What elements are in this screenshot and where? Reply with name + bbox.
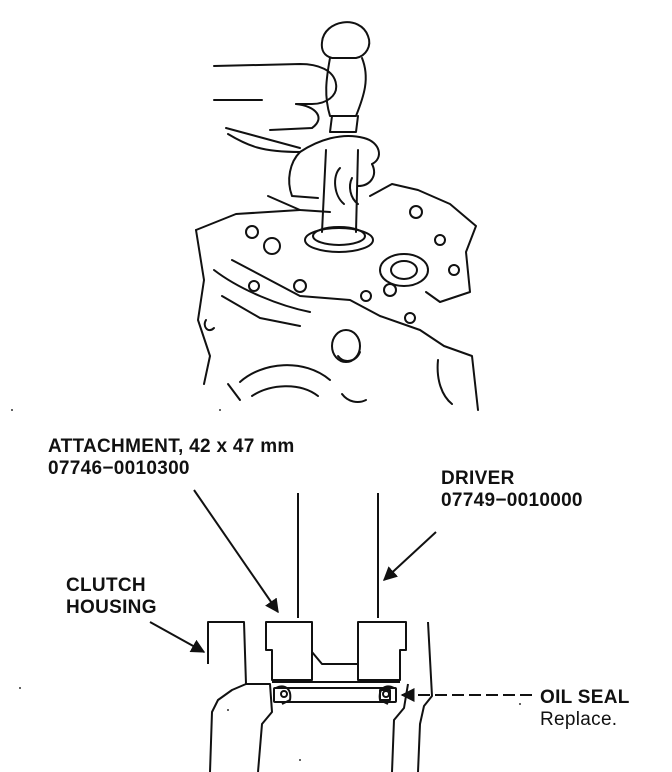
installation-illustration [195, 21, 479, 411]
oil-seal-note: Replace. [540, 709, 618, 730]
section-diagram [207, 493, 433, 772]
clutch-housing-right [417, 621, 433, 772]
driver-shaft-upper [304, 149, 374, 253]
clutch-housing-line1: CLUTCH [66, 575, 146, 596]
oil-seal-label: OIL SEAL Replace. [540, 687, 630, 731]
attachment-part-number: 07746−0010300 [48, 458, 190, 479]
hammer [320, 21, 371, 133]
scan-specks [11, 409, 521, 761]
driver-block-right [357, 621, 407, 681]
oil-seal-name: OIL SEAL [540, 687, 630, 708]
driver-label: DRIVER 07749−0010000 [441, 468, 583, 512]
lower-hand [267, 134, 380, 213]
leader-arrows [149, 489, 532, 702]
attachment-bridge [311, 651, 358, 665]
clutch-housing-arrow [149, 621, 206, 653]
clutch-housing-label: CLUTCH HOUSING [66, 575, 157, 619]
upper-hand [213, 63, 338, 153]
oil-seal-lip-left [275, 685, 292, 705]
attachment-block-left [265, 621, 313, 681]
transmission-case [195, 183, 479, 411]
driver-part-number: 07749−0010000 [441, 490, 583, 511]
clutch-housing-left [207, 621, 247, 772]
housing-bore-left [246, 683, 273, 772]
housing-bore-right [391, 683, 409, 772]
driver-arrow [382, 531, 437, 581]
attachment-arrow [193, 489, 279, 614]
attachment-name: ATTACHMENT, 42 x 47 mm [48, 436, 295, 457]
oil-seal-bar [273, 687, 397, 703]
clutch-housing-line2: HOUSING [66, 597, 157, 618]
attachment-label: ATTACHMENT, 42 x 47 mm 07746−0010300 [48, 436, 295, 480]
driver-name: DRIVER [441, 468, 515, 489]
